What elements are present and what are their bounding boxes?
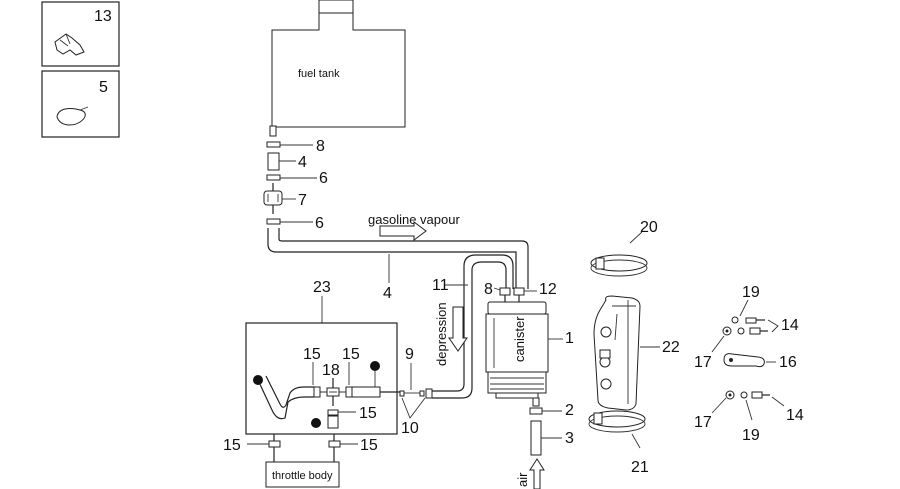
clamp-21	[588, 410, 646, 433]
air-label: air	[515, 472, 530, 487]
bracket-22	[593, 295, 641, 411]
callout-17-top: 17	[694, 354, 712, 371]
hardware-group	[722, 316, 770, 400]
inset-part-5: 5	[41, 70, 120, 138]
callout-15-d: 15	[223, 437, 241, 454]
callout-4-top: 4	[298, 154, 307, 171]
clamp-20	[590, 254, 648, 277]
callout-6-bottom: 6	[315, 215, 324, 232]
inset-part-13: 13	[41, 1, 120, 67]
callout-1: 1	[565, 330, 574, 347]
canister: canister	[485, 287, 549, 407]
throttle-body-label: throttle body	[272, 470, 333, 482]
callout-14-top: 14	[781, 317, 799, 334]
canister-label: canister	[512, 316, 527, 362]
grommet-icon	[56, 106, 89, 126]
callout-16: 16	[779, 354, 797, 371]
throttle-body: throttle body	[265, 461, 340, 488]
callout-14-bottom: 14	[786, 407, 804, 424]
assembly-hoses	[253, 361, 433, 429]
callout-3: 3	[565, 430, 574, 447]
depression-hose	[432, 254, 514, 399]
callout-19-bottom: 19	[742, 427, 760, 444]
callout-13: 13	[94, 8, 112, 25]
callout-2: 2	[565, 402, 574, 419]
callout-15-b: 15	[342, 346, 360, 363]
assembly-box	[245, 322, 398, 435]
fuel-tank-label: fuel tank	[298, 68, 340, 80]
vapour-hose	[267, 228, 529, 289]
callout-20: 20	[640, 219, 658, 236]
depression-label: depression	[434, 302, 449, 366]
callout-8-canister: 8	[484, 281, 493, 298]
callout-19-top: 19	[742, 284, 760, 301]
callout-4-hose: 4	[383, 285, 392, 302]
callout-15-c: 15	[359, 405, 377, 422]
callout-15-e: 15	[360, 437, 378, 454]
callout-22: 22	[662, 339, 680, 356]
callout-10: 10	[401, 420, 419, 437]
callout-15-a: 15	[303, 346, 321, 363]
callout-11: 11	[432, 277, 449, 294]
gasoline-vapour-label: gasoline vapour	[368, 212, 460, 227]
fuel-valve	[263, 183, 283, 214]
clip-icon	[54, 33, 85, 56]
callout-6-top: 6	[319, 170, 328, 187]
depression-arrow: depression	[434, 302, 468, 366]
throttle-body-connection	[247, 434, 358, 462]
callout-18: 18	[322, 362, 340, 379]
callout-23: 23	[313, 279, 331, 296]
callout-9: 9	[405, 346, 414, 363]
callout-8-top: 8	[316, 138, 325, 155]
callout-5: 5	[99, 79, 108, 96]
hose-parts-left: 8 4 6 7 6	[263, 138, 328, 232]
callout-7: 7	[298, 192, 307, 209]
fuel-tank: fuel tank	[269, 0, 406, 137]
callout-21: 21	[631, 459, 649, 476]
callout-12: 12	[539, 281, 557, 298]
air-arrow: air	[515, 458, 545, 489]
callout-17-bottom: 17	[694, 414, 712, 431]
gasoline-vapour-arrow: gasoline vapour	[368, 212, 460, 241]
